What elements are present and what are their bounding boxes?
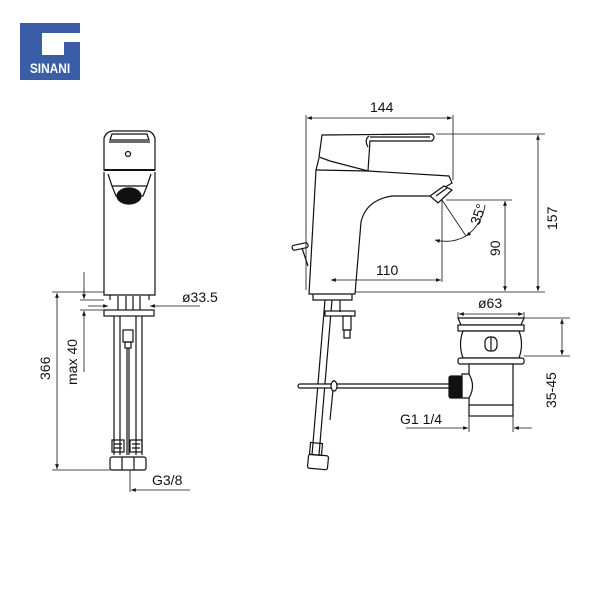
dim-height: 157 (544, 206, 560, 230)
dim-spout-reach: 110 (376, 262, 399, 278)
front-view (103, 130, 156, 471)
dim-plug-diameter: ø63 (478, 295, 502, 311)
waste-valve (448, 317, 525, 417)
dim-total-height: 366 (37, 356, 53, 380)
dim-drain-thread: G1 1/4 (400, 411, 442, 427)
sinani-logo: SINANI (20, 23, 80, 80)
dim-flange-diameter: ø33.5 (182, 289, 218, 305)
side-view (291, 133, 469, 471)
dim-aerator-angle: 35° (467, 202, 489, 227)
dim-spout-height: 90 (487, 240, 503, 256)
front-dimensions (52, 272, 200, 492)
dim-width: 144 (370, 99, 394, 115)
dim-max-thickness: max 40 (64, 339, 80, 385)
logo-notch (64, 42, 80, 55)
side-dimensions (305, 115, 570, 432)
logo-text: SINANI (29, 60, 71, 76)
dim-height-range: 35-45 (543, 372, 559, 408)
dim-connection-thread: G3/8 (152, 472, 183, 488)
